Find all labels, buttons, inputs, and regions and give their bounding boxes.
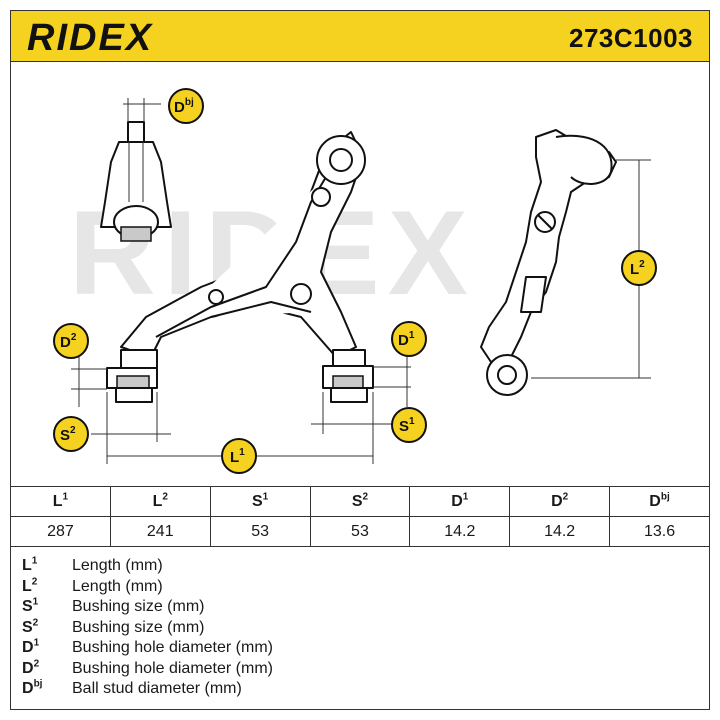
svg-text:D1: D1 — [398, 330, 415, 349]
spec-header-d1: D1 — [409, 486, 511, 517]
brand-logo-text: RIDEX — [27, 19, 154, 55]
spec-value-l2: 241 — [109, 516, 211, 547]
spec-header-dbj: Dbj — [609, 486, 710, 517]
legend: L1 Length (mm) L2 Length (mm) S1 Bushing… — [22, 556, 682, 700]
control-arm-side-view — [480, 129, 629, 396]
badge-l2: L2 — [621, 250, 657, 286]
spec-header-d2: D2 — [509, 486, 611, 517]
spec-table: L1 L2 S1 S2 D1 D2 Dbj 287 241 53 53 14.2… — [10, 486, 710, 547]
legend-row-l2: L2 Length (mm) — [22, 577, 682, 598]
badge-s2-letter: S — [60, 427, 70, 444]
spec-value-dbj: 13.6 — [609, 516, 710, 547]
badge-l1-letter: L — [230, 449, 239, 466]
spec-value-d1: 14.2 — [409, 516, 511, 547]
legend-row-dbj: Dbj Ball stud diameter (mm) — [22, 679, 682, 700]
badge-d2: D2 — [53, 323, 89, 359]
svg-text:L1: L1 — [230, 447, 245, 466]
legend-symbol: S2 — [22, 617, 39, 636]
control-arm-main-view — [106, 131, 374, 403]
header-bar: RIDEX 273C1003 — [10, 10, 710, 62]
ball-joint-front-view — [100, 121, 172, 242]
badge-l1-sup: 1 — [239, 447, 245, 458]
legend-text: Bushing hole diameter (mm) — [72, 659, 273, 677]
legend-row-d1: D1 Bushing hole diameter (mm) — [22, 638, 682, 659]
legend-text: Bushing size (mm) — [72, 598, 205, 616]
badge-l2-letter: L — [630, 261, 639, 278]
badge-d2-sup: 2 — [71, 332, 77, 343]
legend-symbol: D2 — [22, 658, 40, 677]
badge-dbj-letter: D — [174, 99, 185, 116]
legend-symbol: D1 — [22, 637, 40, 657]
badge-s2: S2 — [53, 416, 89, 452]
spec-value-row: 287 241 53 53 14.2 14.2 13.6 — [10, 516, 710, 547]
legend-row-s2: S2 Bushing size (mm) — [22, 618, 682, 639]
spec-header-l2: L2 — [109, 486, 211, 517]
legend-symbol: S1 — [22, 596, 39, 616]
spec-header-l1: L1 — [10, 486, 111, 517]
legend-symbol: Dbj — [22, 678, 43, 698]
legend-text: Bushing size (mm) — [72, 618, 205, 636]
badge-l1: L1 — [221, 438, 257, 474]
brand-logo: RIDEX — [27, 19, 154, 55]
badge-dbj: Dbj — [168, 88, 204, 124]
badge-s1-letter: S — [399, 418, 409, 435]
legend-text: Ball stud diameter (mm) — [72, 680, 242, 698]
svg-text:S1: S1 — [399, 416, 415, 435]
badge-l2-sup: 2 — [639, 259, 645, 270]
badge-d1: D1 — [391, 321, 427, 357]
legend-row-s1: S1 Bushing size (mm) — [22, 597, 682, 618]
svg-text:L2: L2 — [630, 259, 645, 278]
svg-text:D2: D2 — [60, 332, 77, 351]
badge-s1: S1 — [391, 407, 427, 443]
technical-drawing: RIDEX — [53, 88, 657, 474]
legend-row-l1: L1 Length (mm) — [22, 556, 682, 577]
legend-text: Bushing hole diameter (mm) — [72, 639, 273, 657]
badge-s1-sup: 1 — [409, 416, 415, 427]
spec-value-l1: 287 — [10, 516, 111, 547]
legend-symbol: L1 — [22, 555, 38, 575]
spec-header-row: L1 L2 S1 S2 D1 D2 Dbj — [10, 486, 710, 517]
spec-value-d2: 14.2 — [509, 516, 611, 547]
spec-value-s2: 53 — [309, 516, 411, 547]
spec-value-s1: 53 — [209, 516, 311, 547]
badge-dbj-sup: bj — [185, 97, 194, 108]
svg-text:S2: S2 — [60, 425, 76, 444]
badge-d1-letter: D — [398, 332, 409, 349]
spec-header-s2: S2 — [309, 486, 411, 517]
legend-text: Length (mm) — [72, 577, 163, 595]
legend-symbol: L2 — [22, 576, 38, 595]
svg-text:Dbj: Dbj — [174, 97, 194, 116]
badge-d1-sup: 1 — [409, 330, 415, 341]
badge-d2-letter: D — [60, 334, 71, 351]
legend-row-d2: D2 Bushing hole diameter (mm) — [22, 659, 682, 680]
spec-header-s1: S1 — [209, 486, 311, 517]
badge-s2-sup: 2 — [70, 425, 76, 436]
legend-text: Length (mm) — [72, 557, 163, 575]
part-number: 273C1003 — [569, 23, 693, 53]
